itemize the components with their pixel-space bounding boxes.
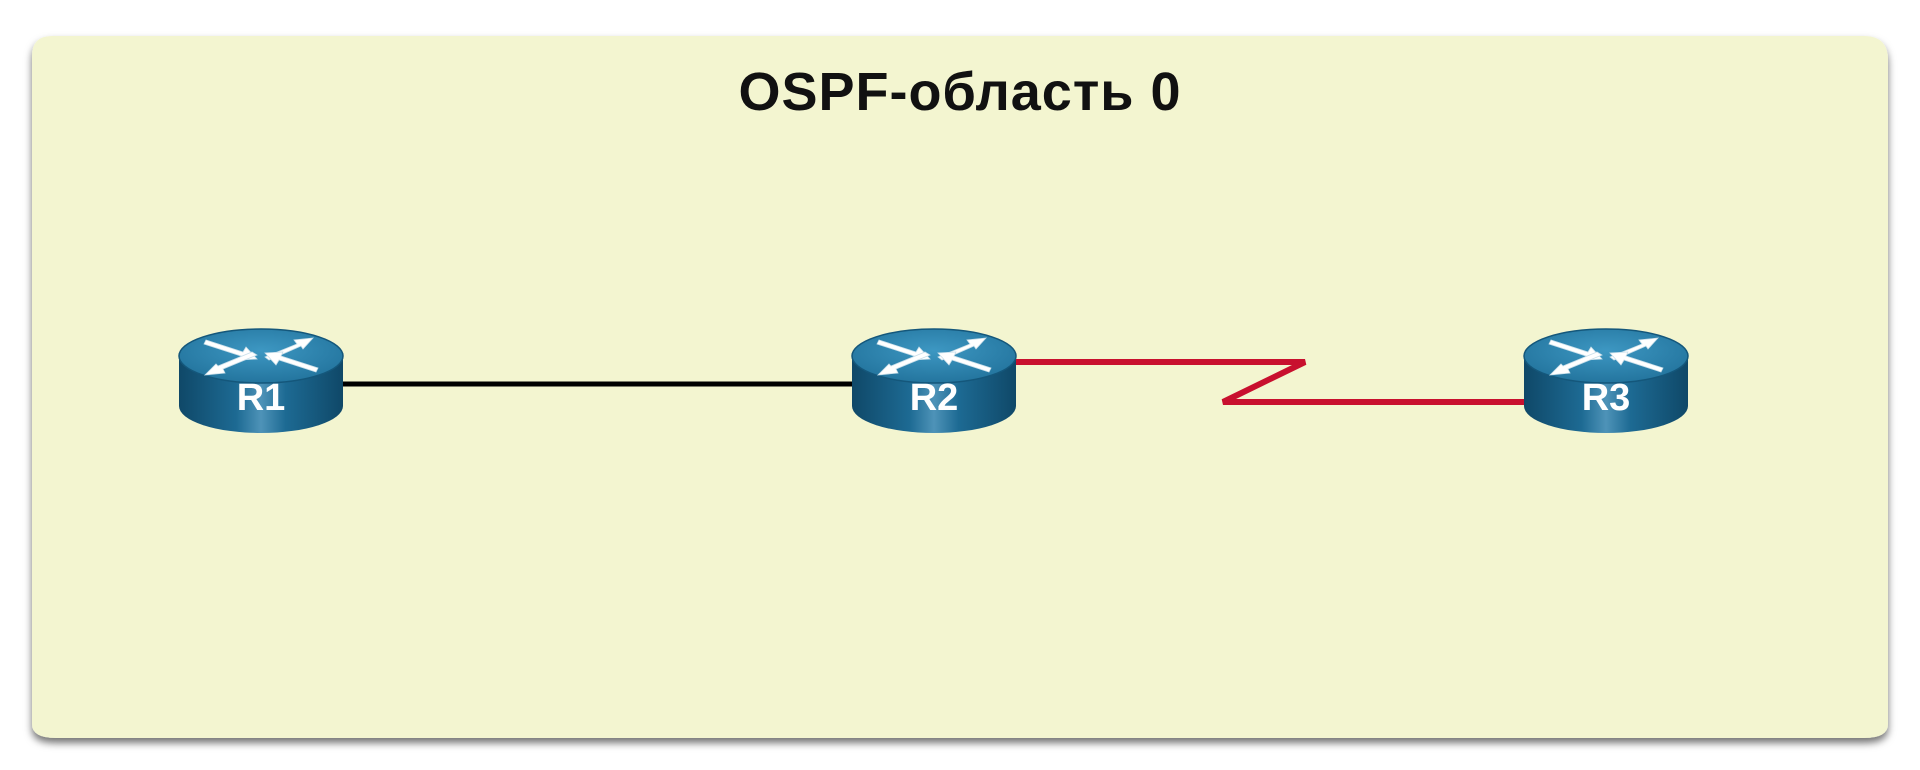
serial-link-r2-r3[interactable] [1010,359,1530,405]
links [340,359,1530,405]
router-label: R3 [1582,377,1631,419]
router-label: R2 [910,377,959,419]
router-r1[interactable]: R1 [178,328,344,434]
router-label: R1 [237,377,286,419]
area-title: OSPF-область 0 [738,62,1181,122]
router-r3[interactable]: R3 [1523,328,1689,434]
router-r2[interactable]: R2 [851,328,1017,434]
